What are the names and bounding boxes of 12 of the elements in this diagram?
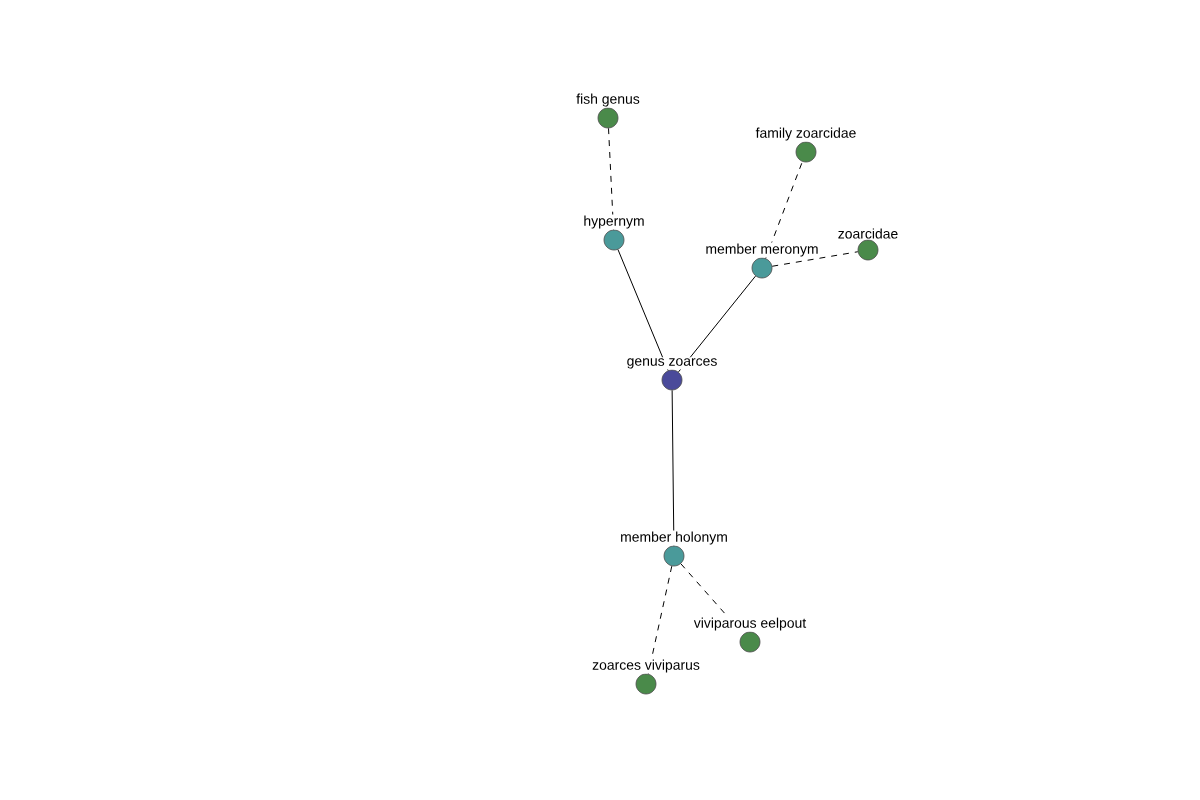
circle-node [635,673,657,695]
circle-node [857,239,879,261]
connector-line [771,251,859,267]
connector-line [678,275,756,373]
connector-line [617,249,669,371]
circle-node [603,229,625,251]
circle-node [751,257,773,279]
circle-node [597,107,619,129]
circle-node [739,631,761,653]
circle-node [661,369,683,391]
circle-node [795,141,817,163]
circle-node [663,545,685,567]
